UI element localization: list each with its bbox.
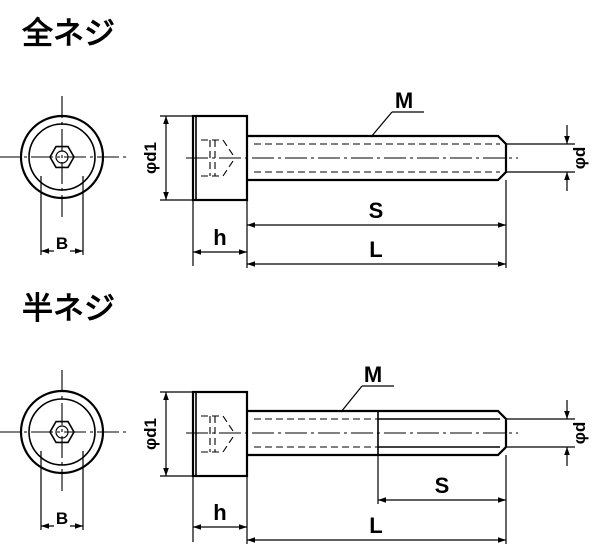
thread-diameter-label: φd: [570, 147, 589, 170]
half-thread-side-view: φd1 M φd S h L: [141, 362, 589, 544]
thread-spec-label: M: [395, 88, 413, 113]
half-thread-title: 半ネジ: [22, 291, 115, 327]
head-height-label: h: [213, 225, 226, 250]
full-thread-side-view: φd1 M φd S h L: [141, 88, 589, 268]
thread-length-label: S: [369, 198, 384, 223]
full-thread-title: 全ネジ: [21, 16, 115, 52]
full-thread-end-view: B: [0, 96, 126, 255]
overall-length-label: L: [369, 237, 382, 262]
thread-length-label: S: [435, 473, 450, 498]
hex-socket-width-label: B: [56, 509, 68, 528]
head-height-label: h: [213, 500, 226, 525]
head-diameter-label: φd1: [141, 142, 160, 174]
hex-socket-width-label: B: [56, 234, 68, 253]
half-thread-end-view: B: [0, 370, 126, 530]
head-diameter-label: φd1: [141, 418, 160, 450]
thread-diameter-label: φd: [570, 422, 589, 445]
thread-spec-label: M: [364, 362, 382, 387]
overall-length-label: L: [369, 513, 382, 538]
